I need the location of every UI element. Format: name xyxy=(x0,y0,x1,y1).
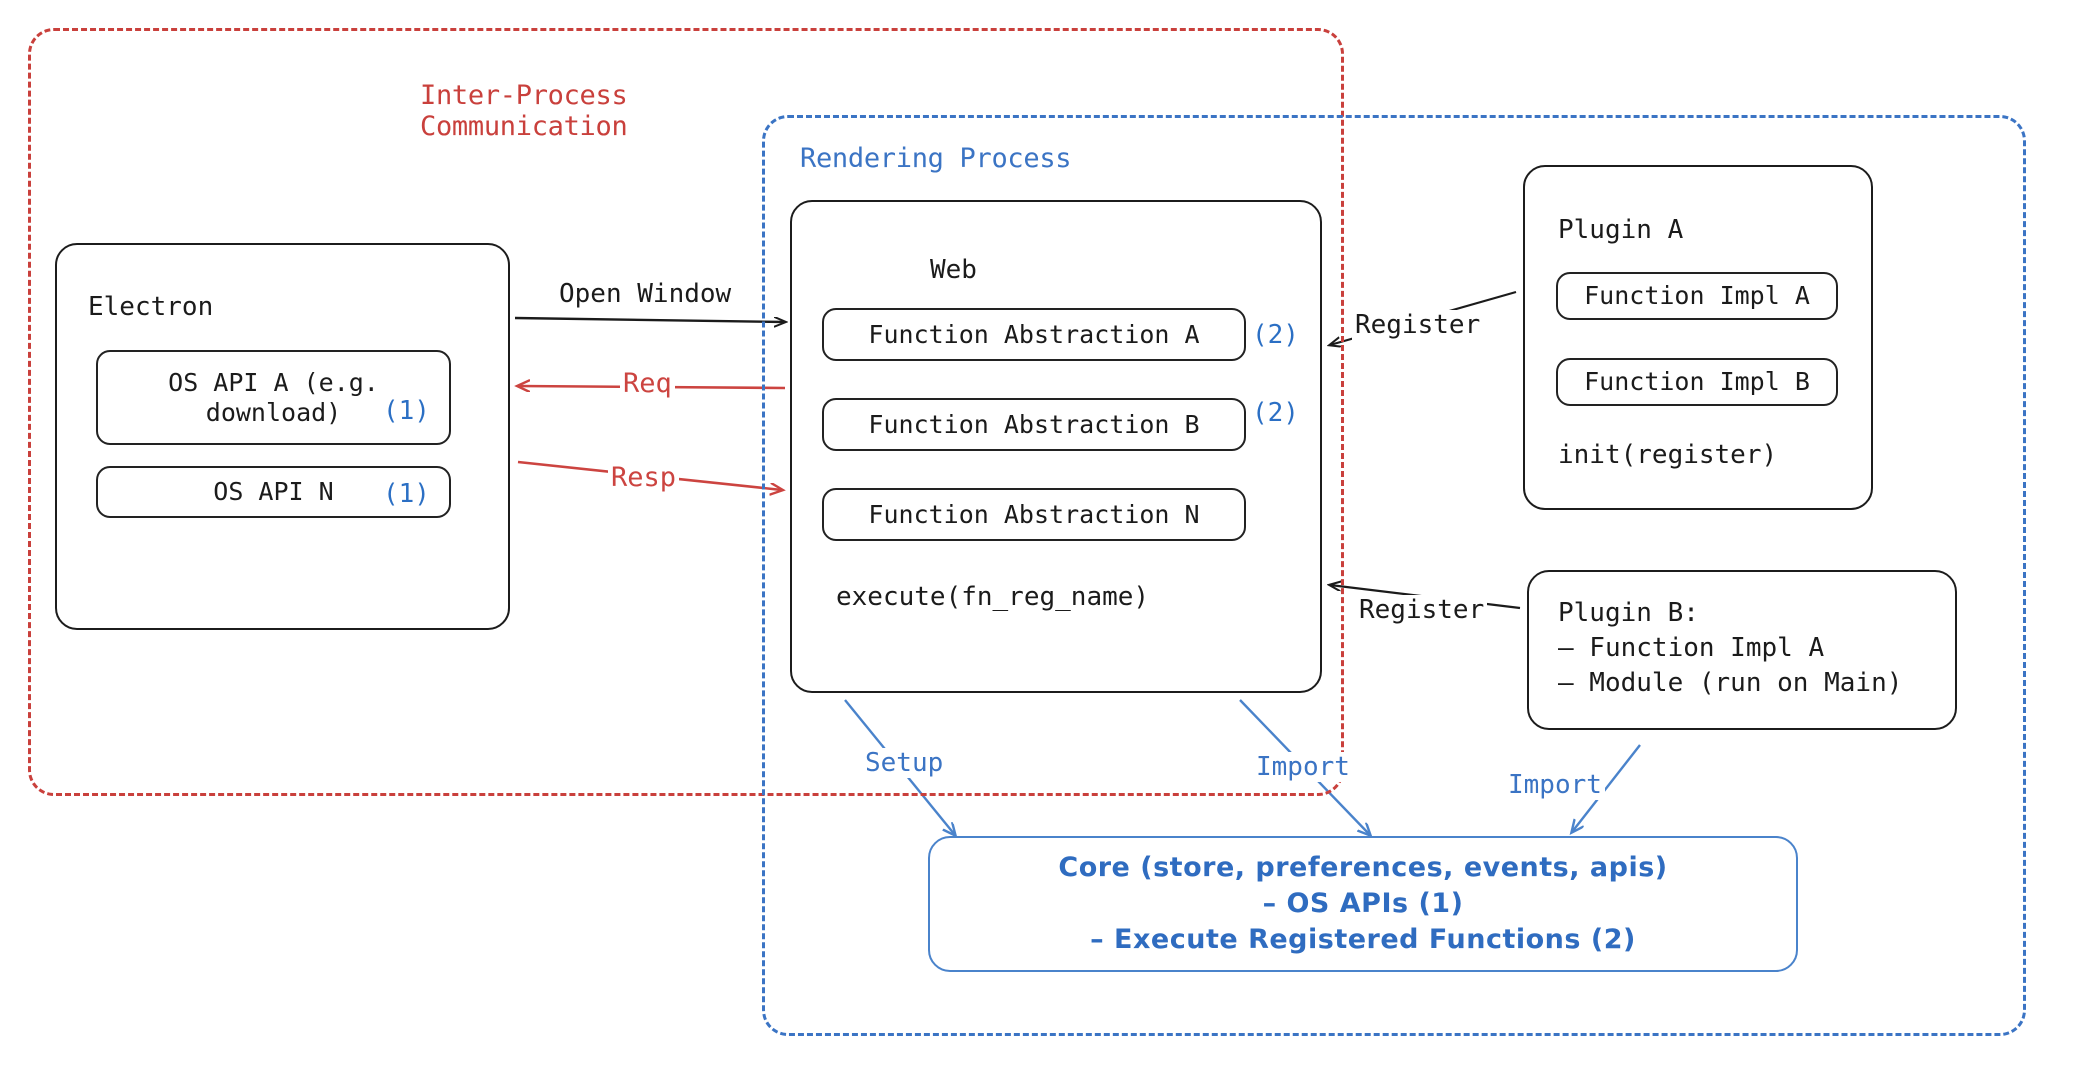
function-abstraction-b-pill: Function Abstraction B xyxy=(822,398,1246,451)
edge-label-import-plugin-b: Import xyxy=(1505,770,1605,800)
function-impl-b-pill: Function Impl B xyxy=(1556,358,1838,406)
edge-label-open-window: Open Window xyxy=(556,279,735,309)
plugin-a-init-text: init(register) xyxy=(1558,440,1778,470)
core-line-2: – OS APIs (1) xyxy=(1262,888,1464,920)
function-abstraction-a-pill: Function Abstraction A xyxy=(822,308,1246,361)
region-inter-process-communication xyxy=(28,28,1344,796)
os-api-n-marker: (1) xyxy=(383,479,430,509)
os-api-a-marker: (1) xyxy=(383,396,430,426)
core-line-3: – Execute Registered Functions (2) xyxy=(1090,923,1636,955)
function-abstraction-n-pill: Function Abstraction N xyxy=(822,488,1246,541)
plugin-a-box xyxy=(1523,165,1873,510)
web-execute-text: execute(fn_reg_name) xyxy=(836,582,1150,612)
web-title: Web xyxy=(930,255,977,285)
region-rendering-process xyxy=(762,115,2026,1036)
function-impl-a-pill: Function Impl A xyxy=(1556,272,1838,320)
edge-label-register-plugin-b: Register xyxy=(1356,595,1488,625)
edge-label-register-plugin-a: Register xyxy=(1352,310,1484,340)
edge-label-resp: Resp xyxy=(608,462,680,493)
core-line-1: Core (store, preferences, events, apis) xyxy=(1058,852,1668,884)
edge-label-req: Req xyxy=(620,368,675,399)
plugin-b-box xyxy=(1527,570,1957,730)
plugin-a-title: Plugin A xyxy=(1558,215,1684,245)
core-box: Core (store, preferences, events, apis) … xyxy=(928,836,1798,972)
region-label-rendering-process: Rendering Process xyxy=(800,143,1072,174)
plugin-b-text: Plugin B: – Function Impl A – Module (ru… xyxy=(1558,598,1903,698)
electron-title: Electron xyxy=(88,292,214,322)
region-label-ipc: Inter-Process Communication xyxy=(420,80,628,143)
edge-label-import-web: Import xyxy=(1253,752,1353,782)
os-api-a-pill: OS API A (e.g. download) xyxy=(96,350,451,445)
edge-label-setup: Setup xyxy=(862,748,947,778)
function-abstraction-a-marker: (2) xyxy=(1252,320,1299,350)
function-abstraction-b-marker: (2) xyxy=(1252,398,1299,428)
os-api-n-pill: OS API N xyxy=(96,466,451,518)
